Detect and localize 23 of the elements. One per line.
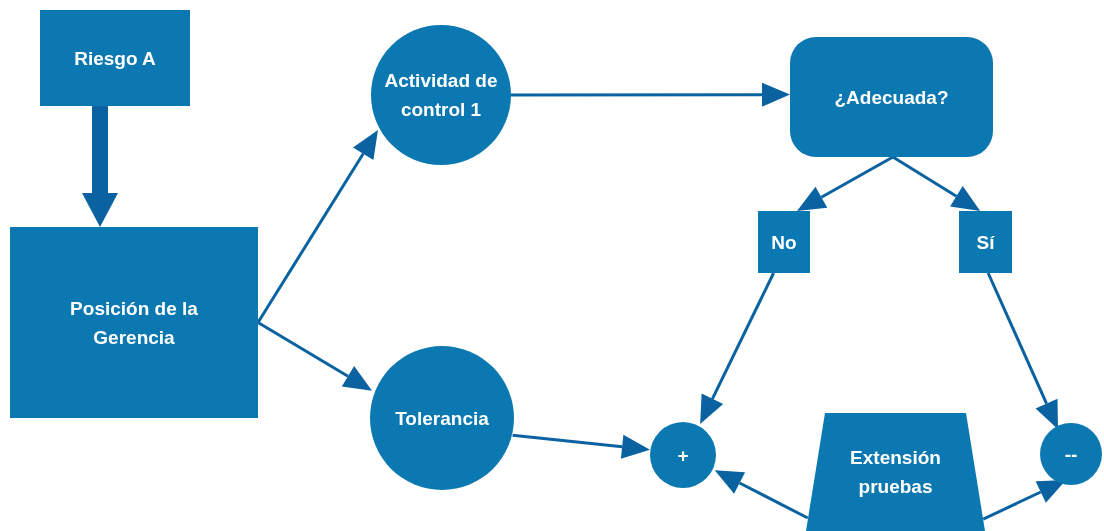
arrow xyxy=(797,155,894,211)
process-box xyxy=(40,10,190,106)
process-box xyxy=(959,211,1012,273)
process-box xyxy=(10,227,258,418)
node-label: Sí xyxy=(976,230,995,255)
arrow xyxy=(714,470,809,520)
node-label: + xyxy=(677,443,689,468)
node-label: Extensión pruebas xyxy=(849,446,942,499)
block-arrow xyxy=(82,106,118,227)
arrow xyxy=(700,272,775,424)
arrow xyxy=(892,155,981,211)
arrow xyxy=(512,433,650,459)
node-label: Posición de la Gerencia xyxy=(69,296,199,350)
arrow xyxy=(257,321,372,391)
node-label: No xyxy=(771,230,797,255)
node-label: Actividad de control 1 xyxy=(383,69,499,122)
node-label: -- xyxy=(1064,442,1078,467)
node-label: ¿Adecuada? xyxy=(834,85,949,110)
arrow xyxy=(511,82,790,107)
node-label: Tolerancia xyxy=(395,406,489,431)
process-box xyxy=(758,211,810,273)
decision-box xyxy=(790,37,993,157)
node-label: Riesgo A xyxy=(74,46,156,71)
